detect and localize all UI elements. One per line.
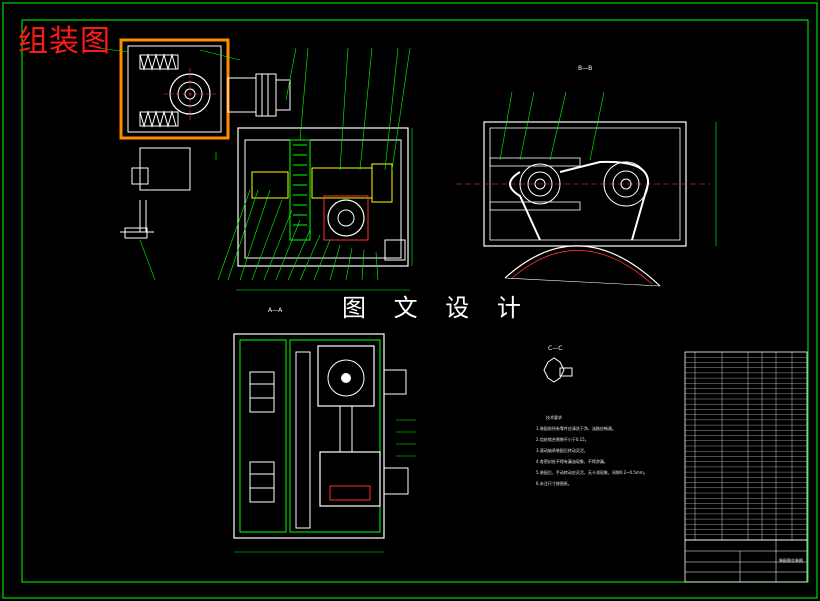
note-line: 2.齿轮啮合侧隙不小于0.15。 [536, 437, 589, 442]
title-block: 装配图总装图 [684, 539, 808, 583]
technical-notes: 技术要求 1.装配前所有零件应清洗干净，油路应畅通。 2.齿轮啮合侧隙不小于0.15… [536, 412, 674, 489]
section-cc-label: C—C [548, 345, 562, 352]
note-line: 6.未注尺寸按图纸。 [536, 481, 572, 486]
lower-gearbox [319, 451, 381, 507]
parts-list-table [684, 351, 808, 541]
main-view [97, 38, 413, 291]
section-cc-view: C—C [543, 345, 573, 383]
shaft-assembly [251, 163, 393, 203]
inner-border [21, 19, 809, 583]
note-line: 3.滚动轴承装配后转动灵活。 [536, 448, 588, 453]
note-line: 5.装配后，手动转动应灵活，无卡滞现象，间隙0.2~0.5mm。 [536, 470, 648, 475]
gearbox-body [237, 127, 409, 267]
aa-housing [233, 333, 385, 539]
notes-heading: 技术要求 [546, 415, 562, 420]
leader-lines [97, 47, 411, 281]
chain-belt [509, 160, 650, 241]
section-aa-label: A—A [268, 307, 283, 314]
dimension-lines [215, 128, 413, 291]
spring-bottom [139, 110, 179, 128]
drawing-name: 装配图总装图 [779, 557, 803, 563]
gear-train [289, 139, 311, 241]
cc-detail-part [543, 357, 565, 383]
watermark-caption: 图 文 设 计 [342, 294, 531, 322]
note-line: 4.各密封处不得有漏油现象，不得渗漏。 [536, 459, 608, 464]
drawing-title: 组装图 [18, 24, 111, 59]
vertical-shaft [339, 405, 353, 453]
spring-top [139, 53, 179, 71]
ground-wheel [504, 245, 661, 287]
hanger-assembly [120, 147, 191, 239]
spools [249, 371, 275, 503]
motor [227, 73, 291, 117]
section-bb-view: B—B [456, 65, 717, 287]
worm-gear [327, 199, 365, 237]
note-line: 1.装配前所有零件应清洗干净，油路应畅通。 [536, 426, 616, 431]
vertical-chain [295, 351, 311, 529]
section-aa-view: A—A [233, 307, 416, 553]
section-bb-label: B—B [578, 65, 592, 72]
